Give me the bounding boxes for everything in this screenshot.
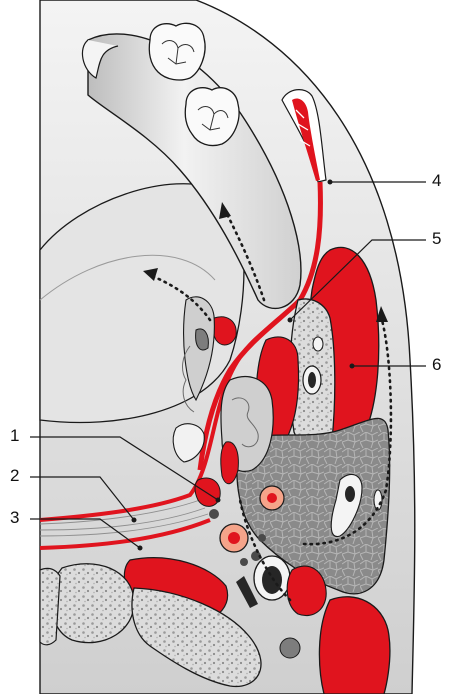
vessel-dot-a xyxy=(209,509,219,519)
label-5: 5 xyxy=(432,230,441,247)
label-6: 6 xyxy=(432,356,441,373)
red-mass-right xyxy=(287,566,326,615)
pharyngeal-muscle-c xyxy=(221,442,239,484)
tooth-upper xyxy=(149,23,205,80)
tooth-lower xyxy=(185,88,239,146)
label-2: 2 xyxy=(10,467,19,484)
label-3: 3 xyxy=(10,509,19,526)
sternocleidomastoid xyxy=(319,597,389,694)
cervical-vertebra xyxy=(51,564,134,643)
label-4: 4 xyxy=(432,172,441,189)
label-1: 1 xyxy=(10,427,19,444)
vertebral-dot xyxy=(280,638,300,658)
vessel-dot-d xyxy=(240,558,248,566)
vessel-dot-c xyxy=(258,534,266,542)
